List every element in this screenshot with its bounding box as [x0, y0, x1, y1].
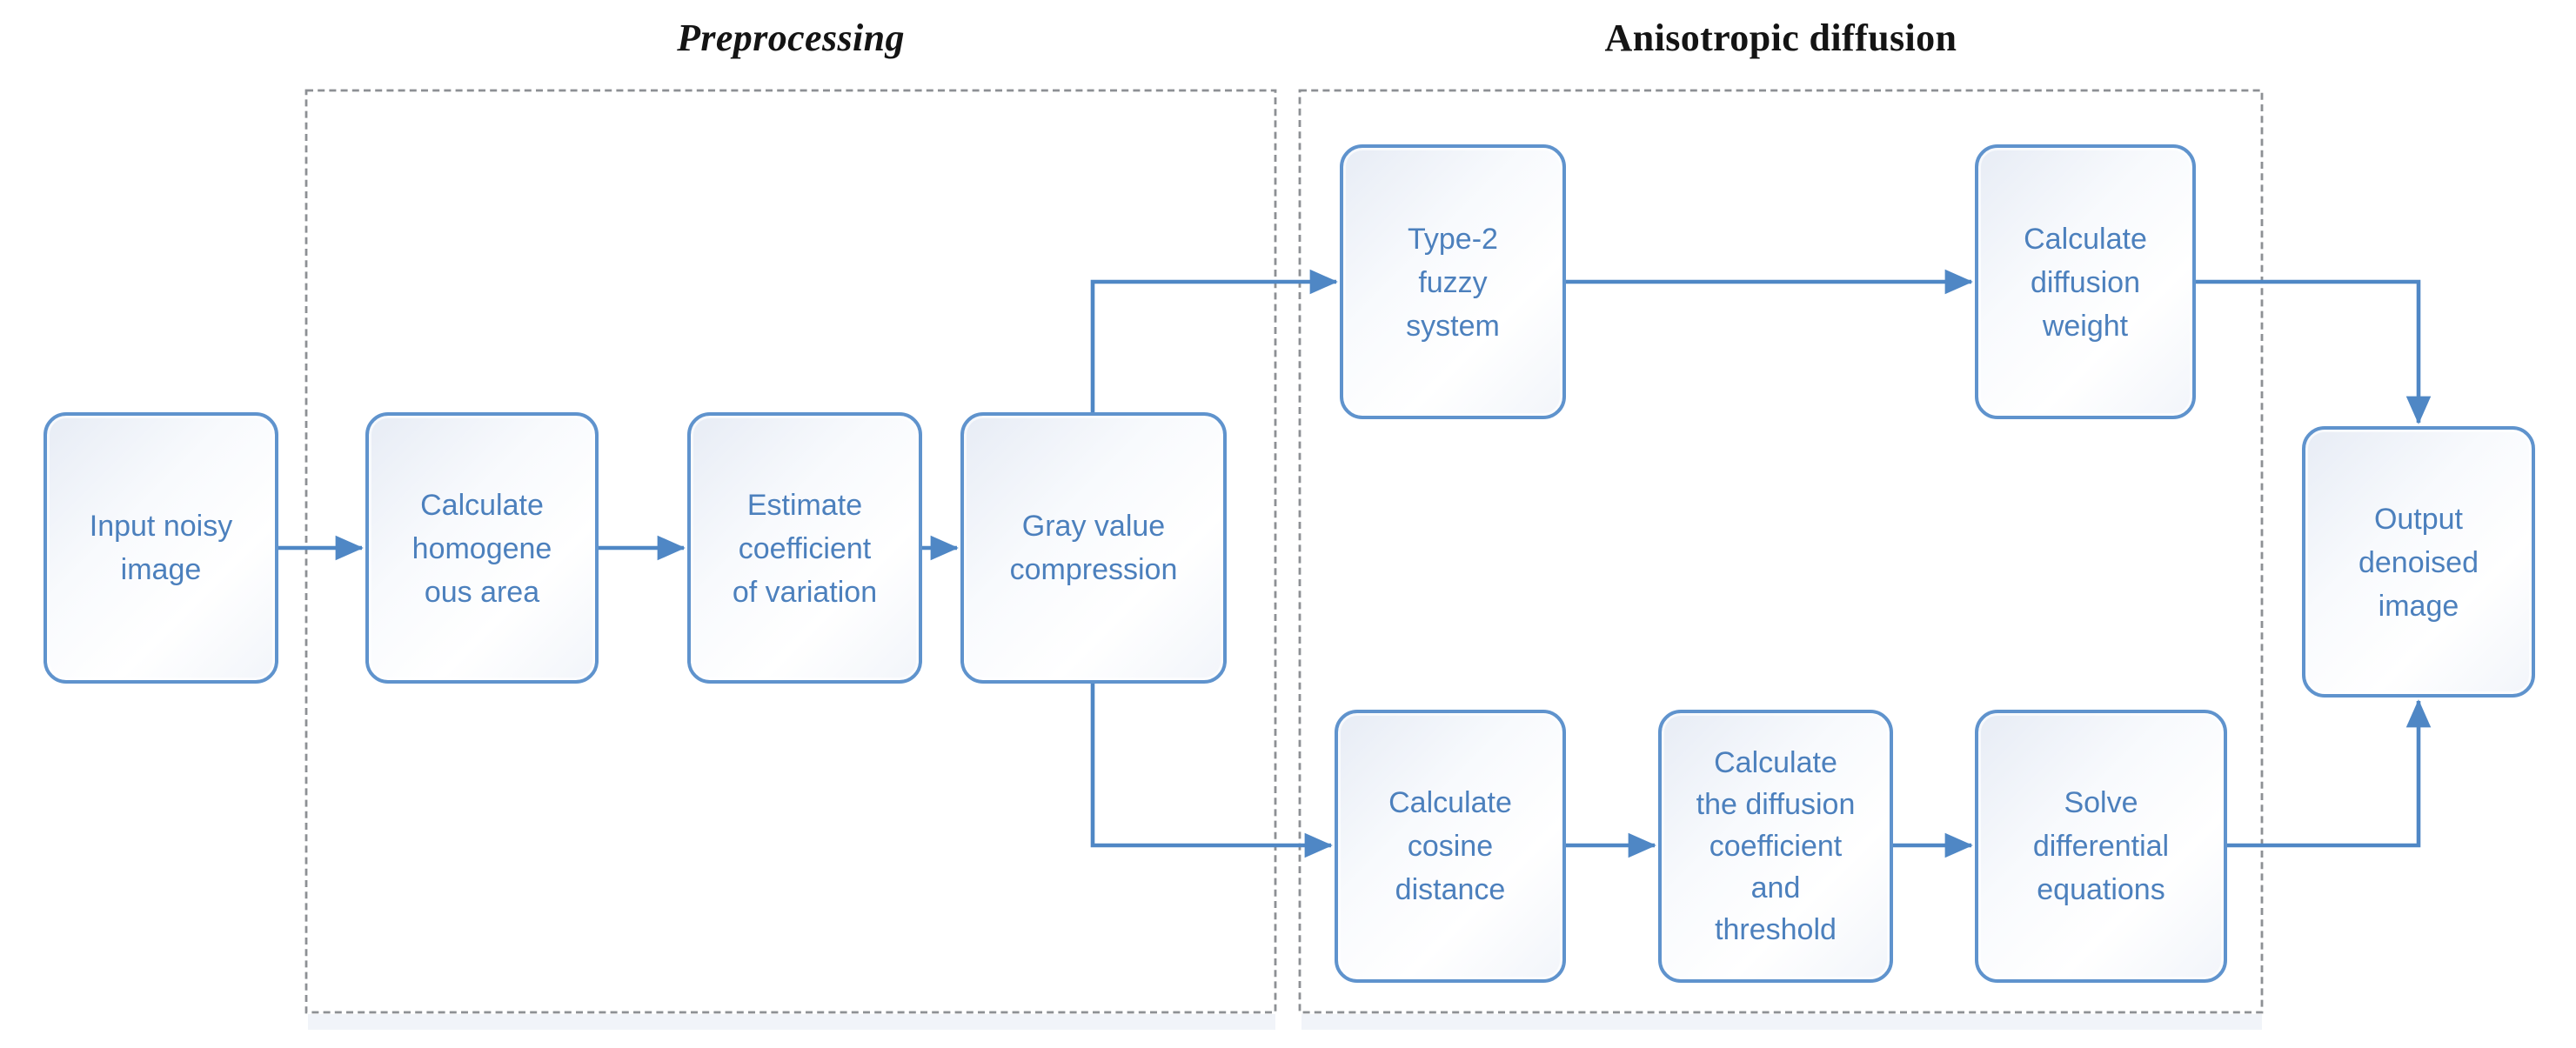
edge-solve-to-output-arrow — [2227, 699, 2432, 848]
edge-diffusionweight-to-output-arrow — [2196, 279, 2432, 424]
node-estimate-coefficient-of-variation: Estimate coefficient of variation — [687, 412, 922, 684]
node-input-noisy-image: Input noisy image — [43, 412, 278, 684]
anisotropic-shadow — [1301, 1014, 2262, 1030]
node-calculate-homogeneous-area: Calculate homogene ous area — [365, 412, 599, 684]
node-solve-differential-equations: Solve differential equations — [1975, 710, 2227, 983]
preprocessing-title: Preprocessing — [677, 16, 905, 59]
anisotropic-container — [1298, 89, 2264, 1014]
preprocessing-shadow — [308, 1014, 1275, 1030]
anisotropic-title: Anisotropic diffusion — [1604, 16, 1957, 59]
node-output-denoised-image: Output denoised image — [2302, 426, 2535, 698]
node-gray-value-compression: Gray value compression — [960, 412, 1227, 684]
node-calculate-diffusion-coefficient-and-threshold: Calculate the diffusion coefficient and … — [1658, 710, 1893, 983]
edge-grayvalue-to-type2-arrow — [1090, 269, 1338, 412]
node-calculate-cosine-distance: Calculate cosine distance — [1335, 710, 1566, 983]
node-calculate-diffusion-weight: Calculate diffusion weight — [1975, 144, 2196, 419]
edge-grayvalue-to-cosine-arrow — [1090, 684, 1333, 858]
preprocessing-container — [304, 89, 1277, 1014]
node-type-2-fuzzy-system: Type-2 fuzzy system — [1340, 144, 1566, 419]
